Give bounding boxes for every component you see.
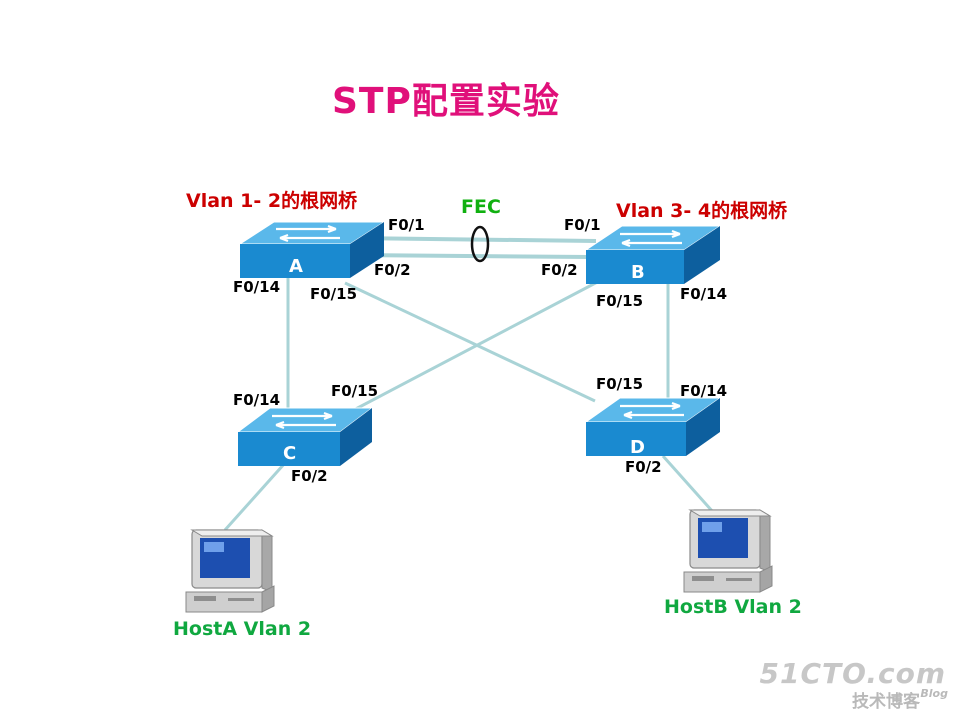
page-title: STP配置实验 [332, 81, 560, 122]
port-label-c-f02: F0/2 [291, 467, 328, 485]
link-c-hosta [223, 461, 287, 532]
host-b-computer-icon[interactable] [683, 509, 773, 593]
port-label-a-f015: F0/15 [310, 285, 358, 303]
watermark-logo: 51CTO.com [759, 657, 946, 690]
switch-a-name: A [289, 256, 303, 277]
port-label-c-f015: F0/15 [331, 382, 379, 400]
port-label-b-f014: F0/14 [680, 285, 728, 303]
port-label-a-f014: F0/14 [233, 278, 281, 296]
port-label-b-f02: F0/2 [541, 261, 578, 279]
watermark-blog: Blog [920, 687, 948, 700]
port-label-d-f02: F0/2 [625, 458, 662, 476]
switch-a-icon[interactable] [238, 221, 386, 278]
port-label-b-f01: F0/1 [564, 216, 601, 234]
port-label-a-f01: F0/1 [388, 216, 425, 234]
port-label-b-f015: F0/15 [596, 292, 644, 310]
root-label-a: Vlan 1- 2的根网桥 [186, 190, 358, 212]
host-b-label: HostB Vlan 2 [664, 596, 802, 618]
switch-c-icon[interactable] [236, 407, 374, 466]
fec-ellipse [470, 225, 490, 263]
port-label-a-f02: F0/2 [374, 261, 411, 279]
link-d-hostb [661, 455, 715, 513]
switch-b-name: B [631, 262, 645, 283]
switch-d-name: D [630, 437, 645, 458]
port-label-c-f014: F0/14 [233, 391, 281, 409]
watermark-subtitle: 技术博客 [852, 692, 920, 712]
switch-b-icon[interactable] [584, 225, 722, 284]
switch-c-name: C [283, 443, 297, 464]
switch-d-icon[interactable] [584, 397, 722, 456]
links [223, 236, 715, 532]
port-label-d-f015: F0/15 [596, 375, 644, 393]
port-label-d-f014: F0/14 [680, 382, 728, 400]
link-a-d [344, 281, 596, 403]
host-a-computer-icon[interactable] [185, 529, 275, 613]
link-a-b-f02 [347, 253, 591, 259]
root-label-b: Vlan 3- 4的根网桥 [616, 200, 788, 222]
host-a-label: HostA Vlan 2 [173, 618, 312, 640]
fec-label: FEC [461, 196, 501, 218]
link-b-c [347, 276, 606, 415]
